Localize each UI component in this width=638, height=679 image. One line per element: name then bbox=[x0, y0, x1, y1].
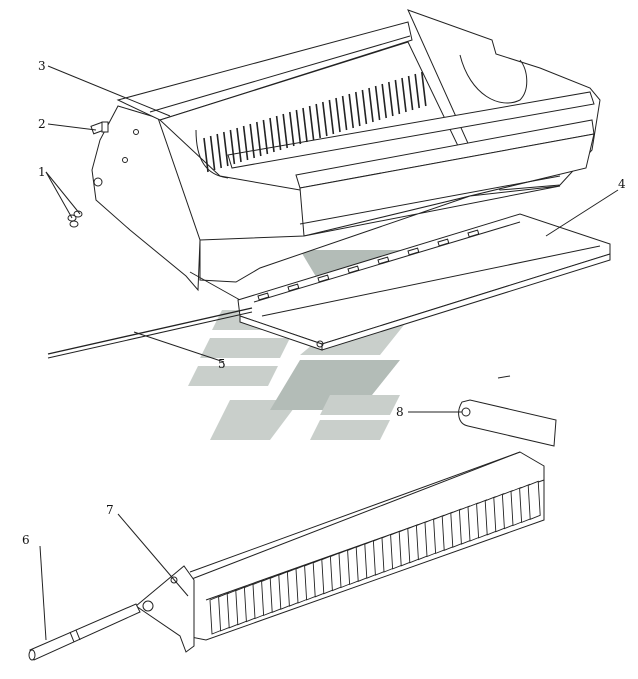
shaft-part-6 bbox=[28, 603, 141, 661]
callout-3: 3 bbox=[38, 59, 46, 73]
bolt-part-2 bbox=[90, 121, 109, 135]
nuts-part-1 bbox=[67, 210, 83, 228]
slot bbox=[216, 133, 222, 169]
slot bbox=[335, 97, 341, 133]
comb-tooth bbox=[527, 480, 541, 520]
callout-labels: 3 2 1 4 5 6 7 8 bbox=[22, 59, 626, 547]
slot bbox=[348, 93, 354, 129]
callout-8: 8 bbox=[396, 405, 404, 419]
callout-1: 1 bbox=[38, 165, 46, 179]
hinge bbox=[257, 292, 270, 301]
slot bbox=[282, 113, 288, 149]
slot bbox=[289, 111, 295, 147]
slot bbox=[209, 135, 216, 171]
rod-part-5 bbox=[47, 307, 253, 359]
slot bbox=[315, 103, 321, 139]
slot bbox=[308, 105, 315, 141]
slot bbox=[295, 109, 302, 145]
slot-pattern bbox=[203, 71, 427, 173]
slot bbox=[414, 73, 420, 109]
slot bbox=[256, 121, 262, 157]
slot bbox=[388, 81, 394, 117]
slot bbox=[407, 75, 414, 111]
blade-part-8 bbox=[458, 375, 557, 447]
slot bbox=[341, 95, 348, 131]
tray-hinges bbox=[257, 229, 480, 301]
comb-bar-part-7 bbox=[135, 451, 545, 653]
hinge bbox=[317, 274, 330, 283]
hinge bbox=[377, 256, 390, 265]
slot bbox=[223, 131, 229, 167]
slot bbox=[275, 115, 282, 151]
hinge bbox=[467, 229, 480, 238]
slot bbox=[236, 127, 242, 163]
leader-lines bbox=[39, 65, 619, 641]
hinge bbox=[437, 238, 450, 247]
slot bbox=[269, 117, 275, 153]
slot bbox=[381, 83, 387, 119]
slot bbox=[242, 125, 249, 161]
comb-teeth bbox=[209, 480, 541, 635]
callout-2: 2 bbox=[38, 117, 46, 131]
callout-6: 6 bbox=[22, 533, 30, 547]
slot bbox=[328, 99, 335, 135]
hinge bbox=[347, 265, 360, 274]
slot bbox=[355, 91, 361, 127]
callout-7: 7 bbox=[106, 503, 114, 517]
callout-4: 4 bbox=[618, 177, 626, 191]
slot bbox=[249, 123, 255, 159]
tray-part-4 bbox=[237, 213, 611, 351]
slot bbox=[302, 107, 308, 143]
slot bbox=[229, 129, 236, 165]
slot bbox=[203, 137, 209, 173]
hinge bbox=[287, 283, 300, 292]
slot bbox=[368, 87, 374, 123]
slot bbox=[361, 89, 368, 125]
slot bbox=[394, 79, 401, 115]
slot bbox=[374, 85, 381, 121]
slot bbox=[421, 71, 427, 107]
callout-5: 5 bbox=[218, 357, 226, 371]
hinge bbox=[407, 247, 420, 256]
slot bbox=[262, 119, 269, 155]
slot bbox=[401, 77, 407, 113]
slot bbox=[322, 101, 328, 137]
